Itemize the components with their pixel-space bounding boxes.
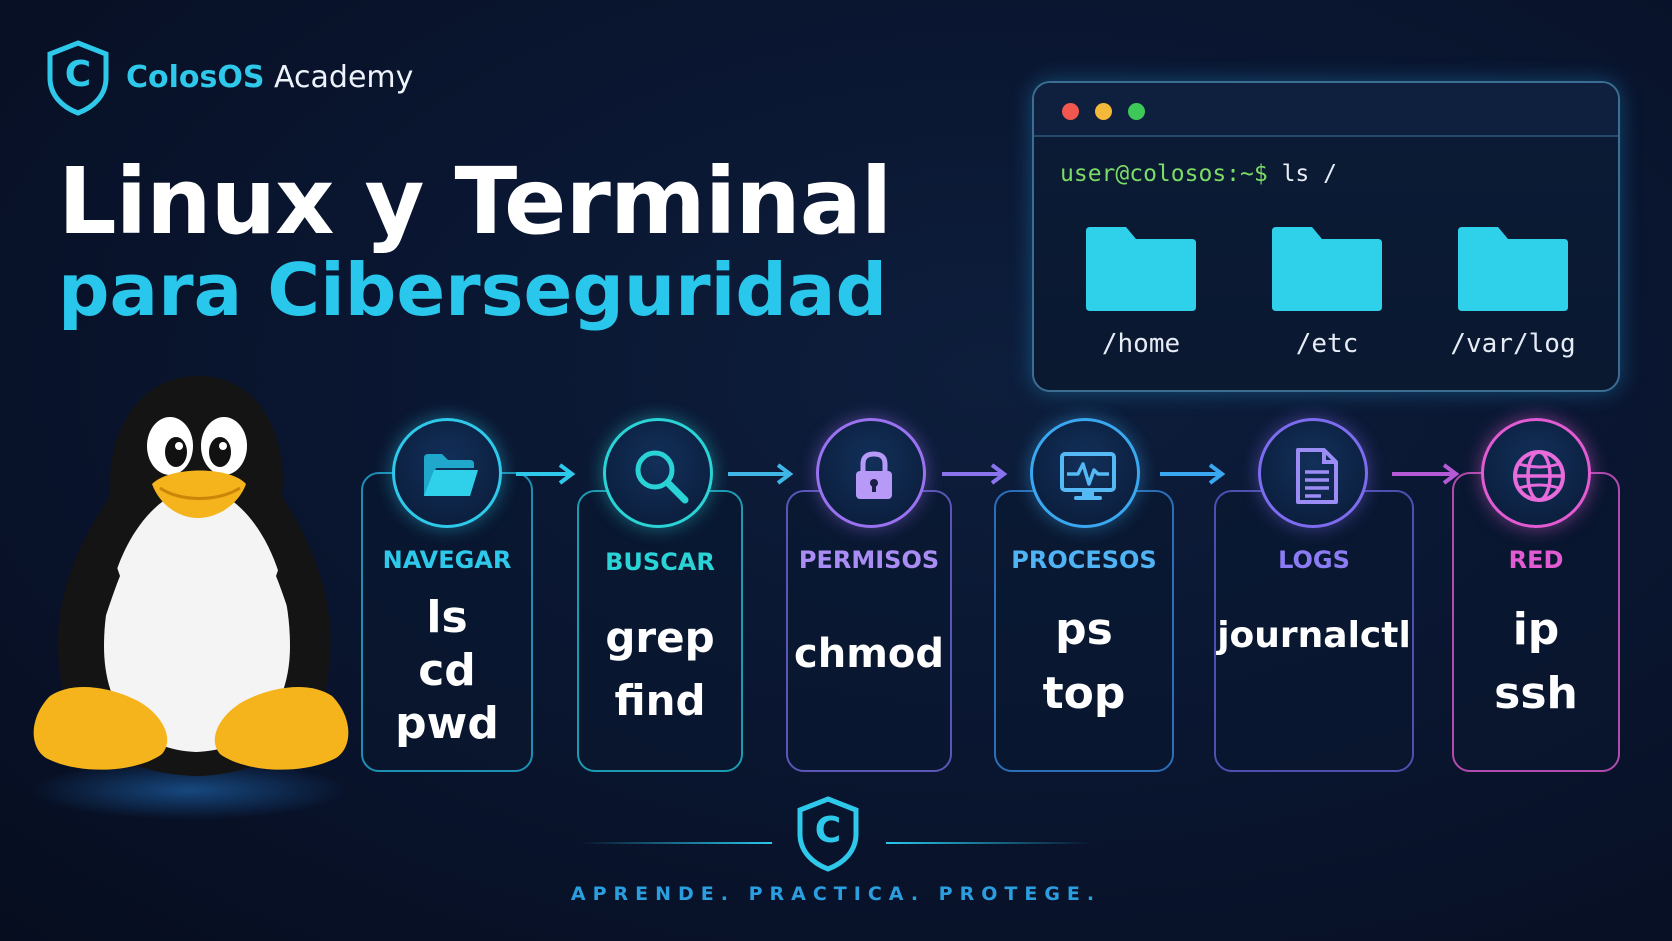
brand-name-secondary: Academy — [274, 60, 414, 95]
shield-logo-icon — [47, 40, 109, 116]
step-commands-procesos: ps top — [994, 598, 1174, 726]
step-circle-permisos — [816, 418, 926, 528]
command-text: ip — [1512, 604, 1560, 655]
document-icon — [1296, 448, 1338, 504]
command-text: ssh — [1494, 667, 1578, 719]
step-circle-navegar — [392, 418, 502, 528]
step-commands-permisos: chmod — [786, 630, 952, 678]
shield-logo-icon — [797, 796, 859, 872]
step-circle-procesos — [1030, 418, 1140, 528]
maximize-dot-icon — [1128, 103, 1145, 120]
command-text: journalctl — [1217, 615, 1411, 656]
step-card-buscar — [577, 490, 743, 772]
step-commands-red: ip ssh — [1452, 598, 1620, 726]
step-commands-logs: journalctl — [1214, 614, 1414, 657]
step-circle-logs — [1258, 418, 1368, 528]
step-card-logs — [1214, 490, 1414, 772]
folder-label-home: /home — [1101, 329, 1181, 359]
arrow-right-icon — [728, 463, 794, 485]
brand-header: C ColosOS Academy — [46, 40, 466, 120]
terminal-prompt: user@colosos:~$ — [1060, 161, 1268, 187]
footer-divider-left — [580, 842, 772, 844]
footer-divider-right — [886, 842, 1092, 844]
step-label-permisos: PERMISOS — [798, 546, 940, 574]
footer-logo-letter: C — [814, 810, 842, 851]
page-title: Linux y Terminal — [58, 148, 892, 255]
close-dot-icon — [1062, 103, 1079, 120]
step-commands-buscar: grep find — [577, 606, 743, 732]
step-commands-navegar: ls cd pwd — [361, 592, 533, 750]
command-text: find — [614, 676, 706, 725]
command-text: cd — [418, 644, 476, 696]
arrow-right-icon — [516, 463, 576, 485]
brand-name: ColosOS Academy — [126, 60, 413, 95]
step-label-buscar: BUSCAR — [605, 548, 715, 576]
command-text: grep — [605, 613, 715, 662]
folder-icon — [1458, 227, 1568, 311]
footer-tagline: APRENDE. PRACTICA. PROTEGE. — [570, 883, 1102, 905]
step-label-logs: LOGS — [1278, 546, 1350, 574]
step-card-permisos — [786, 490, 952, 772]
linux-penguin-mascot — [33, 376, 349, 776]
brand-name-primary: ColosOS — [126, 60, 265, 95]
arrow-right-icon — [1392, 463, 1460, 485]
folder-icon — [1272, 227, 1382, 311]
brand-logo-letter: C — [64, 54, 92, 95]
command-text: ls — [426, 592, 468, 643]
folder-icon — [1086, 227, 1196, 311]
command-text: pwd — [395, 697, 499, 749]
terminal-prompt-line: user@colosos:~$ ls / — [1060, 161, 1337, 187]
folder-label-var-log: /var/log — [1450, 329, 1576, 359]
terminal-window: user@colosos:~$ ls / /home /etc /var/log — [1032, 81, 1620, 392]
magnifier-icon — [635, 450, 689, 504]
step-circle-buscar — [603, 418, 713, 528]
step-circle-red — [1481, 418, 1591, 528]
command-text: ps — [1055, 604, 1113, 655]
command-text: top — [1042, 667, 1126, 719]
monitor-pulse-icon — [1060, 452, 1116, 500]
terminal-command: ls / — [1281, 161, 1337, 187]
arrow-right-icon — [1160, 463, 1226, 485]
globe-icon — [1513, 450, 1565, 502]
page-subtitle: para Ciberseguridad — [58, 248, 888, 332]
step-label-procesos: PROCESOS — [1011, 546, 1157, 574]
arrow-right-icon — [942, 463, 1008, 485]
step-label-red: RED — [1508, 546, 1564, 574]
folder-label-etc: /etc — [1295, 329, 1359, 359]
minimize-dot-icon — [1095, 103, 1112, 120]
terminal-title-bar — [1034, 83, 1618, 137]
open-folder-icon — [424, 454, 478, 496]
step-label-navegar: NAVEGAR — [382, 546, 512, 574]
padlock-icon — [856, 451, 892, 499]
command-text: chmod — [794, 631, 944, 677]
